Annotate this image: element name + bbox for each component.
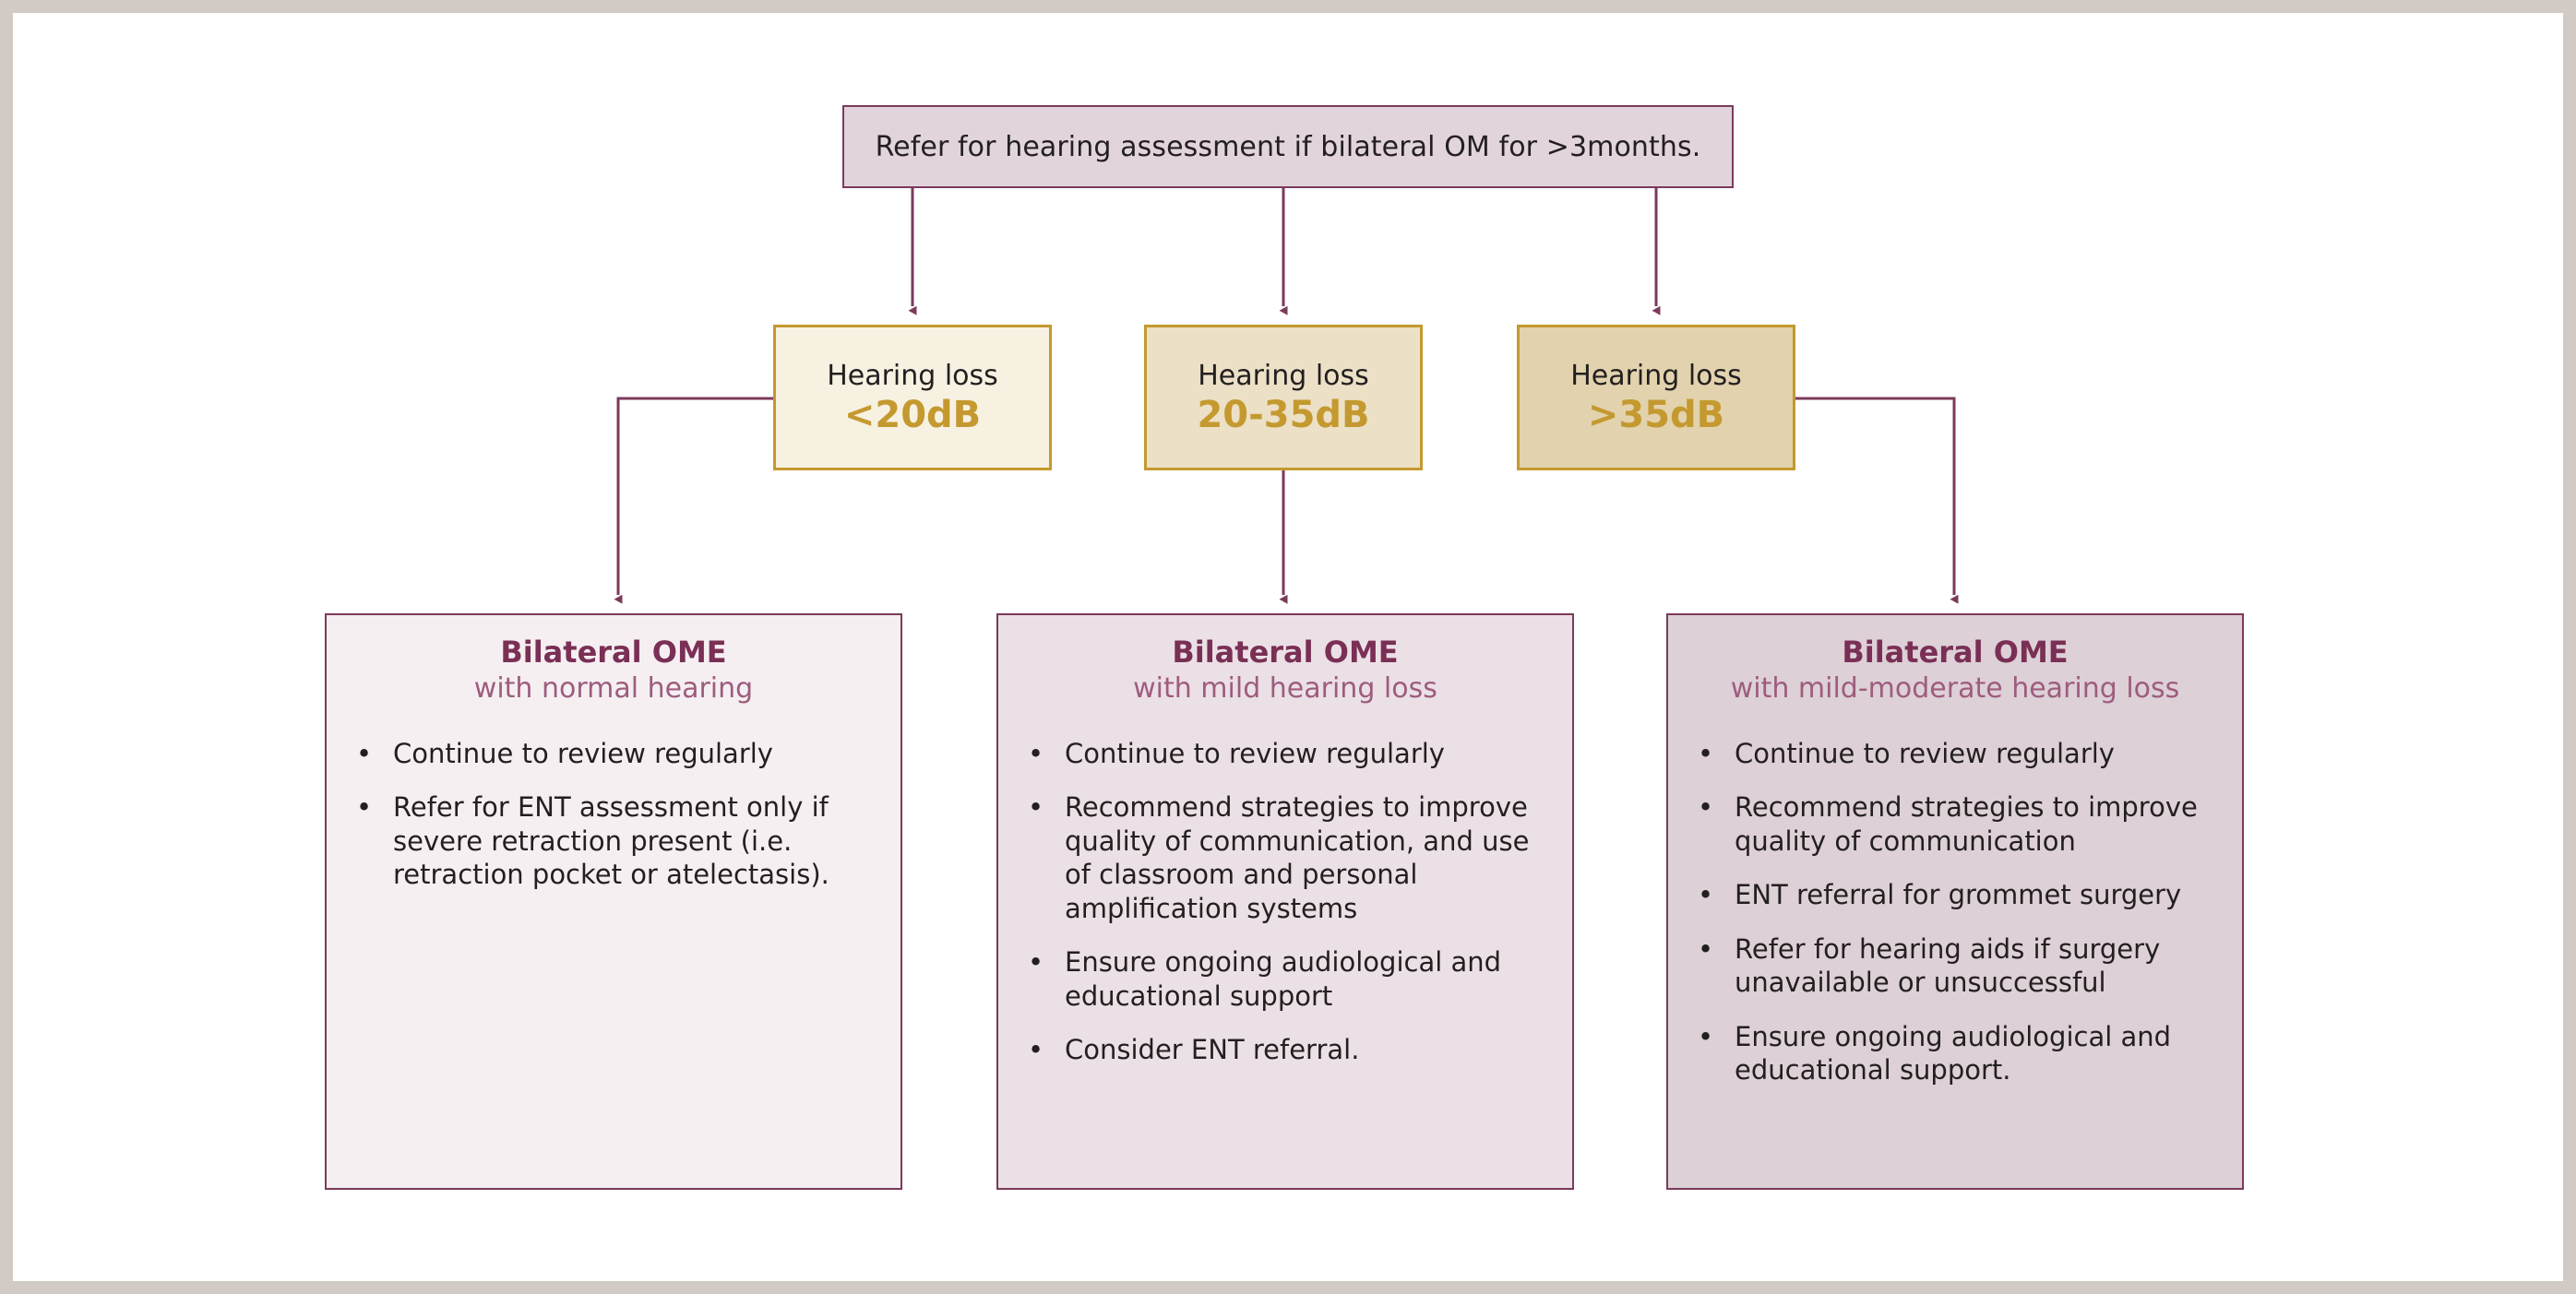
list-item: • Recommend strategies to improve qualit…	[1020, 790, 1550, 925]
bullet-glyph: •	[356, 737, 373, 769]
bullet-glyph: •	[1698, 791, 1714, 824]
list-item: • Continue to review regularly	[349, 737, 878, 771]
hearing-loss-node-20-35db: Hearing loss 20-35dB	[1144, 325, 1423, 470]
list-item: • Ensure ongoing audiological and educat…	[1690, 1020, 2220, 1087]
outcome-title-3: Bilateral OME	[1842, 635, 2069, 670]
outcome-subtitle-3: with mild-moderate hearing loss	[1730, 671, 2180, 705]
list-item-text: Recommend strategies to improve quality …	[1065, 791, 1530, 924]
list-item-text: ENT referral for grommet surgery	[1735, 879, 2182, 911]
hearing-loss-value-1: <20dB	[843, 393, 982, 436]
list-item: • Refer for ENT assessment only if sever…	[349, 790, 878, 892]
outcome-title-1: Bilateral OME	[500, 635, 727, 670]
bullet-glyph: •	[356, 791, 373, 824]
bullet-glyph: •	[1028, 791, 1044, 824]
outcome-panel-mild-moderate-hearing-loss: Bilateral OME with mild-moderate hearing…	[1666, 613, 2244, 1190]
list-item: • Ensure ongoing audiological and educat…	[1020, 945, 1550, 1013]
hearing-loss-node-over-35db: Hearing loss >35dB	[1517, 325, 1795, 470]
list-item-text: Recommend strategies to improve quality …	[1735, 791, 2198, 857]
list-item: • Continue to review regularly	[1690, 737, 2220, 771]
outcome-subtitle-2: with mild hearing loss	[1133, 671, 1437, 705]
referral-node-label: Refer for hearing assessment if bilatera…	[875, 130, 1701, 163]
list-item-text: Consider ENT referral.	[1065, 1034, 1360, 1066]
list-item-text: Continue to review regularly	[1735, 737, 2115, 769]
list-item: • Refer for hearing aids if surgery unav…	[1690, 932, 2220, 1000]
hearing-loss-label-1: Hearing loss	[827, 359, 998, 392]
list-item-text: Continue to review regularly	[393, 737, 773, 769]
list-item: • ENT referral for grommet surgery	[1690, 878, 2220, 912]
bullet-glyph: •	[1028, 1034, 1044, 1066]
list-item: • Consider ENT referral.	[1020, 1033, 1550, 1067]
outcome-bullet-list-2: • Continue to review regularly • Recomme…	[1020, 737, 1550, 1067]
bullet-glyph: •	[1698, 879, 1714, 911]
hearing-loss-label-3: Hearing loss	[1570, 359, 1742, 392]
outcome-bullet-list-1: • Continue to review regularly • Refer f…	[349, 737, 878, 892]
bullet-glyph: •	[1698, 1020, 1714, 1052]
list-item-text: Refer for hearing aids if surgery unavai…	[1735, 932, 2161, 999]
bullet-glyph: •	[1028, 737, 1044, 769]
list-item: • Continue to review regularly	[1020, 737, 1550, 771]
hearing-loss-value-2: 20-35dB	[1197, 393, 1370, 436]
outcome-title-2: Bilateral OME	[1172, 635, 1399, 670]
bullet-glyph: •	[1028, 946, 1044, 979]
list-item-text: Ensure ongoing audiological and educatio…	[1065, 946, 1502, 1012]
outcome-subtitle-1: with normal hearing	[473, 671, 754, 705]
list-item-text: Continue to review regularly	[1065, 737, 1445, 769]
bullet-glyph: •	[1698, 932, 1714, 965]
hearing-loss-value-3: >35dB	[1587, 393, 1725, 436]
hearing-loss-label-2: Hearing loss	[1198, 359, 1369, 392]
list-item-text: Ensure ongoing audiological and educatio…	[1735, 1020, 2172, 1086]
outcome-panel-mild-hearing-loss: Bilateral OME with mild hearing loss • C…	[996, 613, 1574, 1190]
bullet-glyph: •	[1698, 737, 1714, 769]
hearing-loss-node-under-20db: Hearing loss <20dB	[773, 325, 1052, 470]
outcome-panel-normal-hearing: Bilateral OME with normal hearing • Cont…	[325, 613, 902, 1190]
list-item-text: Refer for ENT assessment only if severe …	[393, 791, 829, 891]
outcome-bullet-list-3: • Continue to review regularly • Recomme…	[1690, 737, 2220, 1087]
referral-node: Refer for hearing assessment if bilatera…	[842, 105, 1734, 188]
list-item: • Recommend strategies to improve qualit…	[1690, 790, 2220, 858]
